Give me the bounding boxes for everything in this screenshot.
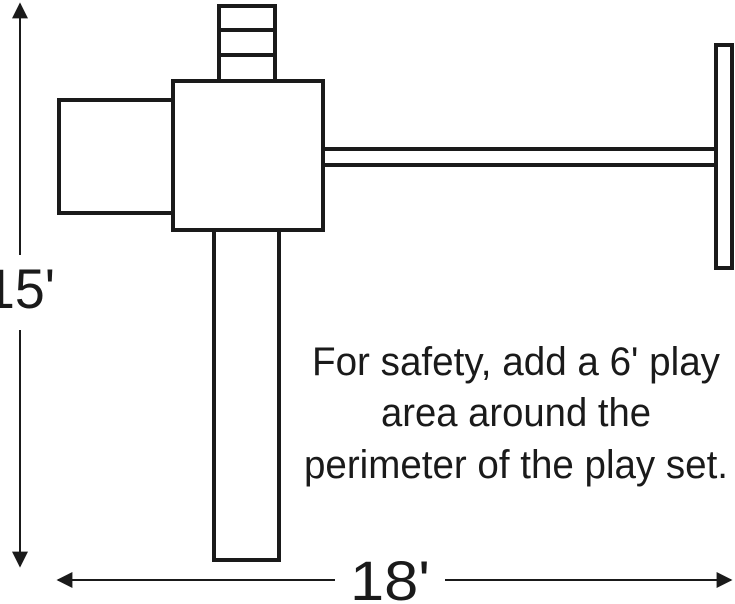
safety-note-line-3: perimeter of the play set. xyxy=(304,443,728,487)
slide xyxy=(212,228,281,562)
ladder xyxy=(217,4,277,83)
main-tower xyxy=(171,79,325,232)
height-label: 15' xyxy=(0,257,55,320)
safety-note-line-1: For safety, add a 6' play xyxy=(312,340,720,384)
swing-beam xyxy=(321,147,718,167)
safety-note-line-2: area around the xyxy=(381,391,651,435)
width-label: 18' xyxy=(350,549,430,604)
swing-a-frame xyxy=(714,43,734,270)
side-platform xyxy=(57,98,175,215)
